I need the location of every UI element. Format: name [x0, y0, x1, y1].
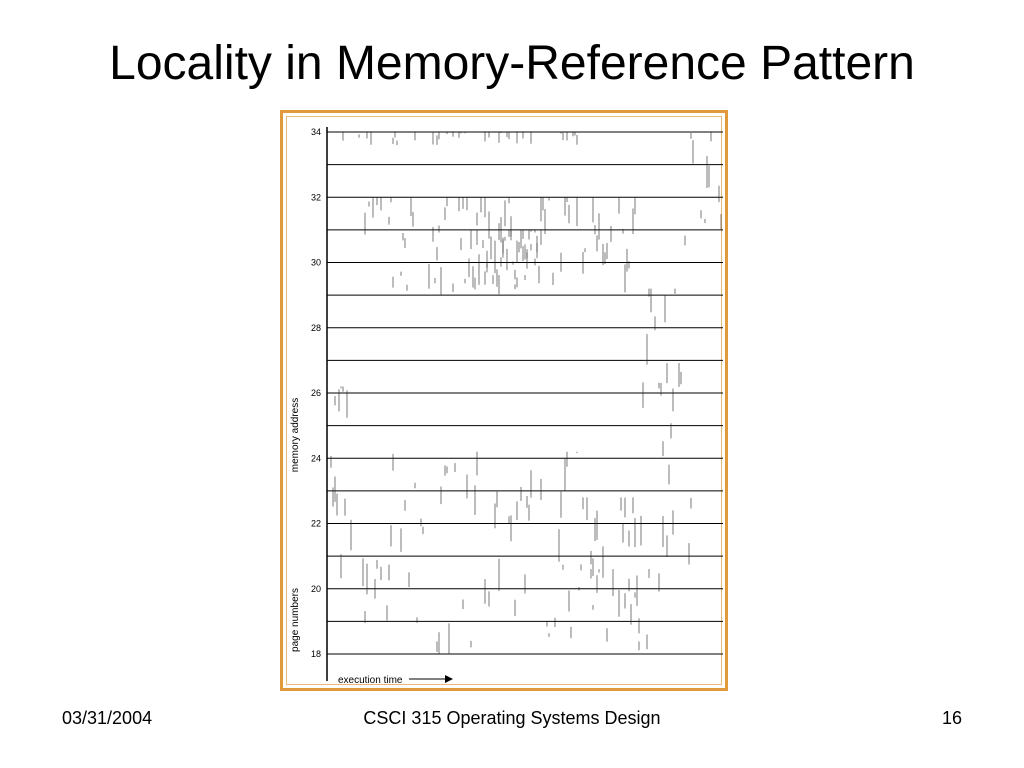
figure-frame: 18 20 22 24 26 28 30 32 34 memory address page n… [280, 110, 728, 691]
y-tick-label: 22 [311, 519, 321, 529]
y-tick-label: 28 [311, 323, 321, 333]
y-axis-label: memory address [290, 398, 301, 472]
y-tick-label: 18 [311, 649, 321, 659]
x-axis-label: execution time [338, 675, 403, 686]
footer-page-number: 16 [941, 708, 962, 728]
footer-course: CSCI 315 Operating Systems Design [363, 708, 661, 728]
figure-inner-border [286, 116, 722, 685]
reference-marks [330, 132, 722, 654]
page-boundary-lines [327, 131, 723, 655]
arrow-right-icon [409, 675, 453, 683]
y-axis-sublabel: page numbers [290, 588, 301, 652]
memory-reference-plot: 18 20 22 24 26 28 30 32 34 memory address page n… [290, 127, 723, 686]
y-tick-label: 32 [311, 192, 321, 202]
y-tick-label: 30 [311, 258, 321, 268]
y-tick-label: 26 [311, 388, 321, 398]
footer-date: 03/31/2004 [62, 708, 153, 728]
y-tick-label: 20 [311, 584, 321, 594]
tick-labels: 18 20 22 24 26 28 30 32 34 [311, 127, 321, 659]
slide-title: Locality in Memory-Reference Pattern [109, 37, 915, 90]
y-tick-label: 34 [311, 127, 321, 137]
y-tick-label: 24 [311, 453, 321, 463]
